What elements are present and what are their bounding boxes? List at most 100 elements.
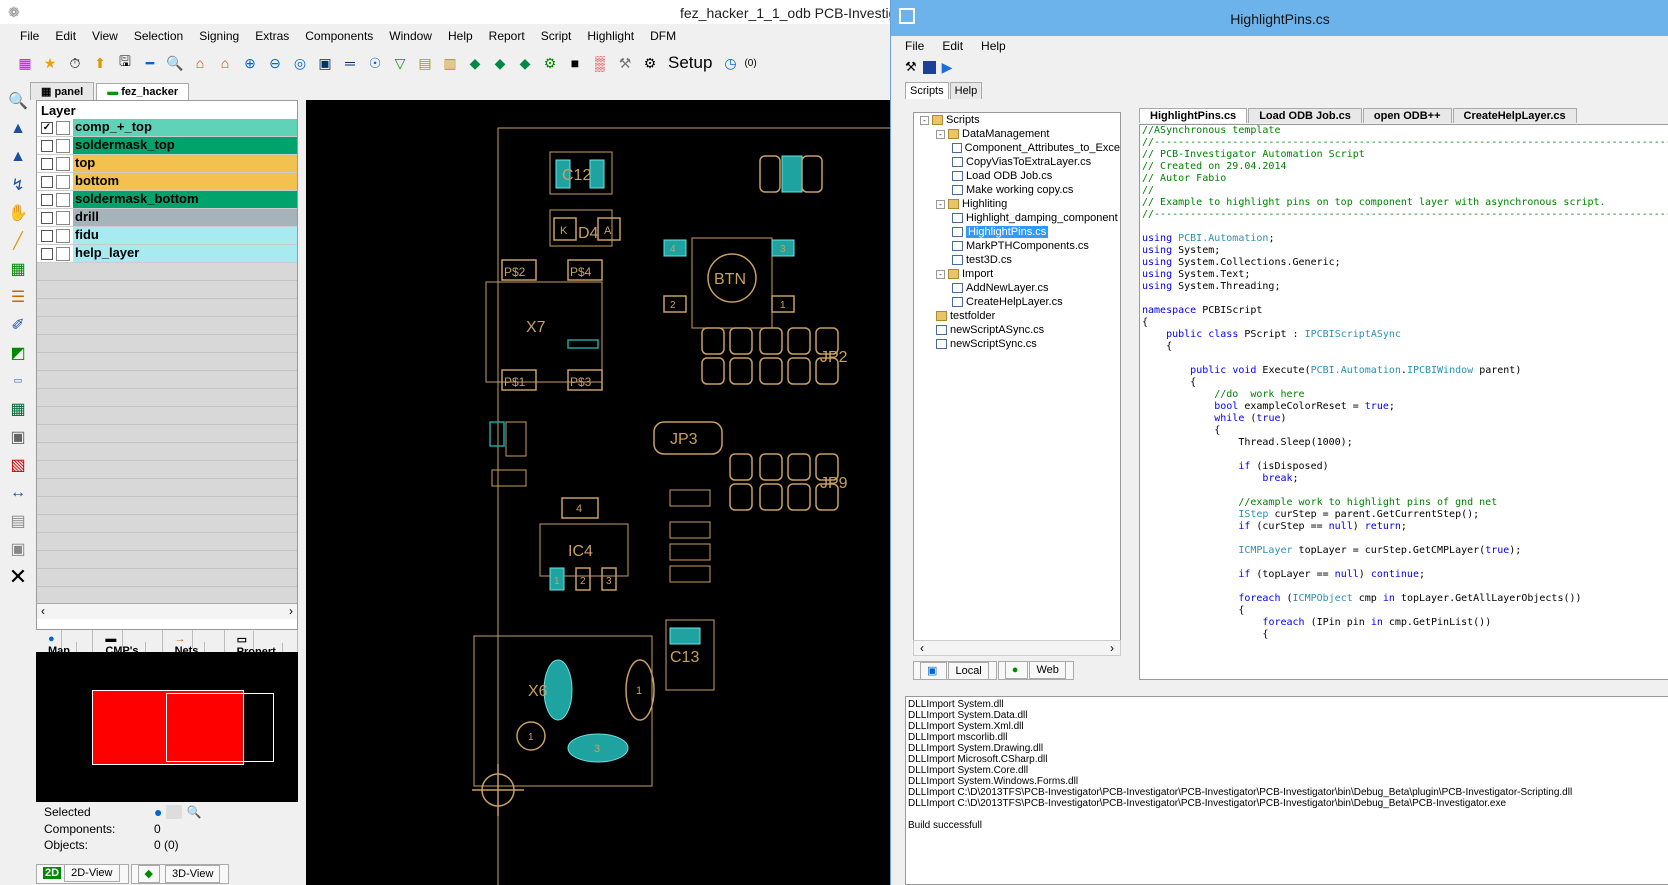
tree-node[interactable]: CreateHelpLayer.cs bbox=[914, 295, 1120, 309]
tree-scroll-left-icon[interactable]: ‹ bbox=[920, 641, 924, 655]
tree-node[interactable]: MarkPTHComponents.cs bbox=[914, 239, 1120, 253]
board-icon[interactable]: ■ bbox=[570, 55, 580, 71]
table-icon[interactable]: ▦ bbox=[10, 400, 26, 418]
arrow-up-icon[interactable]: ▲ bbox=[10, 119, 26, 137]
zoom-prev-icon[interactable]: ☉ bbox=[368, 54, 382, 71]
tab-fez-hacker[interactable]: ▬ fez_hacker bbox=[96, 83, 190, 100]
layer-row[interactable]: bottom bbox=[37, 173, 297, 191]
list-icon[interactable]: ☰ bbox=[10, 288, 26, 306]
scroll-right-icon[interactable]: › bbox=[289, 604, 293, 618]
tree-expander-icon[interactable]: - bbox=[920, 115, 929, 125]
layer-visibility-checkbox[interactable] bbox=[41, 139, 53, 152]
arrow-up-alt-icon[interactable]: ▲ bbox=[10, 147, 26, 165]
measure-icon[interactable]: ━ bbox=[145, 54, 155, 71]
save-icon[interactable]: 🖫 bbox=[119, 53, 131, 69]
label-icon[interactable]: ▭ bbox=[13, 375, 23, 385]
star-icon[interactable]: ★ bbox=[43, 54, 57, 71]
globe-select-icon[interactable]: ● bbox=[154, 804, 163, 820]
flashlight-icon[interactable]: ⬆ bbox=[94, 54, 106, 71]
tree-node[interactable]: -Scripts bbox=[914, 113, 1120, 127]
hand-icon[interactable]: ✋ bbox=[8, 204, 28, 222]
run-icon[interactable]: ▶ bbox=[941, 58, 953, 75]
menu-extras[interactable]: Extras bbox=[255, 29, 290, 43]
layer-row[interactable]: ✓comp_+_top bbox=[37, 119, 297, 137]
layer-color-swatch[interactable] bbox=[56, 246, 70, 261]
layer-row[interactable]: top bbox=[37, 155, 297, 173]
tree-node[interactable]: Highlight_damping_component bbox=[914, 211, 1120, 225]
filter-icon[interactable]: ▽ bbox=[394, 54, 406, 71]
tab-scripts[interactable]: Scripts bbox=[905, 82, 949, 99]
search-icon[interactable]: 🔍 bbox=[166, 54, 184, 71]
stop-icon[interactable] bbox=[922, 60, 936, 74]
tree-node[interactable]: Make working copy.cs bbox=[914, 183, 1120, 197]
tree-node[interactable]: CopyViasToExtraLayer.cs bbox=[914, 155, 1120, 169]
tab-nets[interactable]: → Nets bbox=[163, 630, 225, 660]
script-menu-help[interactable]: Help bbox=[981, 39, 1006, 53]
layer-row[interactable]: drill bbox=[37, 209, 297, 227]
layer-row[interactable]: soldermask_bottom bbox=[37, 191, 297, 209]
layer-visibility-checkbox[interactable] bbox=[41, 157, 53, 170]
flip-icon[interactable]: ▥ bbox=[443, 54, 457, 71]
compile-icon[interactable]: ⚒ bbox=[905, 59, 917, 74]
folder-icon[interactable]: ▤ bbox=[418, 54, 432, 71]
map-view[interactable] bbox=[36, 652, 298, 802]
zoom-in-icon[interactable]: ⊕ bbox=[244, 54, 256, 71]
setup-gear-icon[interactable]: ⚙ bbox=[643, 54, 657, 71]
script-tree-scrollbar[interactable]: ‹› bbox=[913, 640, 1121, 656]
tree-node[interactable]: Component_Attributes_to_Exce bbox=[914, 141, 1120, 155]
tree-node[interactable]: newScriptSync.cs bbox=[914, 337, 1120, 351]
zoom-out-icon[interactable]: ⊖ bbox=[269, 54, 281, 71]
layer-visibility-checkbox[interactable] bbox=[41, 229, 53, 242]
tree-expander-icon[interactable]: - bbox=[936, 129, 945, 139]
layer-row[interactable]: help_layer bbox=[37, 245, 297, 263]
tree-node[interactable]: -DataManagement bbox=[914, 127, 1120, 141]
tab-local[interactable]: ▣ Local bbox=[913, 661, 997, 680]
zoom-1to1-icon[interactable]: ▣ bbox=[318, 54, 332, 71]
tree-node[interactable]: -Import bbox=[914, 267, 1120, 281]
menu-window[interactable]: Window bbox=[389, 29, 432, 43]
layer-down-icon[interactable]: ◆ bbox=[494, 54, 506, 71]
layer-visibility-checkbox[interactable] bbox=[41, 175, 53, 188]
menu-dfm[interactable]: DFM bbox=[650, 29, 677, 43]
route-icon[interactable]: ↯ bbox=[11, 176, 25, 194]
menu-help[interactable]: Help bbox=[447, 29, 473, 43]
menu-file[interactable]: File bbox=[20, 29, 40, 43]
pcb-canvas[interactable]: C12 D4 K A BTN P$2 P$4 P$1 P$3 X7 JP2 JP… bbox=[306, 100, 890, 885]
script-menu-edit[interactable]: Edit bbox=[942, 39, 964, 53]
code-tab-createhelplayer[interactable]: CreateHelpLayer.cs bbox=[1452, 108, 1577, 123]
layer-flat-icon[interactable]: ◆ bbox=[519, 54, 531, 71]
tree-node[interactable]: HighlightPins.cs bbox=[914, 225, 1120, 239]
home-alt-icon[interactable]: ⌂ bbox=[220, 55, 230, 71]
tab-2d-view[interactable]: 2D 2D-View bbox=[36, 864, 129, 884]
layer-visibility-checkbox[interactable] bbox=[41, 193, 53, 206]
panel-icon[interactable]: ▣ bbox=[10, 540, 26, 558]
code-editor[interactable]: //ASynchronous template//---------------… bbox=[1139, 124, 1668, 680]
layer-color-swatch[interactable] bbox=[56, 210, 70, 225]
tree-node[interactable]: test3D.cs bbox=[914, 253, 1120, 267]
tree-node[interactable]: AddNewLayer.cs bbox=[914, 281, 1120, 295]
3d-icon[interactable]: ▒ bbox=[595, 55, 605, 71]
stopwatch-icon[interactable]: ⏱ bbox=[69, 54, 81, 71]
layer-visibility-checkbox[interactable] bbox=[41, 211, 53, 224]
layer-horizontal-scrollbar[interactable]: ‹› bbox=[37, 603, 297, 619]
window-icon[interactable]: ▤ bbox=[10, 512, 26, 530]
script-menu-file[interactable]: File bbox=[905, 39, 925, 53]
menu-view[interactable]: View bbox=[92, 29, 118, 43]
tab-web[interactable]: ● Web bbox=[997, 661, 1074, 680]
scroll-left-icon[interactable]: ‹ bbox=[41, 604, 45, 618]
map-viewport-frame[interactable] bbox=[166, 693, 274, 762]
layer-color-swatch[interactable] bbox=[56, 138, 70, 153]
home-icon[interactable]: ⌂ bbox=[195, 55, 205, 71]
clock-icon[interactable]: ◷ bbox=[724, 54, 737, 71]
marker-icon[interactable]: ◩ bbox=[10, 344, 26, 362]
close-icon[interactable]: ✕ bbox=[8, 563, 28, 589]
layer-color-swatch[interactable] bbox=[56, 192, 70, 207]
tree-node[interactable]: testfolder bbox=[914, 309, 1120, 323]
layer-row[interactable]: fidu bbox=[37, 227, 297, 245]
tree-node[interactable]: newScriptASync.cs bbox=[914, 323, 1120, 337]
fit-icon[interactable]: ═ bbox=[345, 55, 355, 71]
layer-visibility-checkbox[interactable] bbox=[41, 247, 53, 260]
layer-color-swatch[interactable] bbox=[56, 174, 70, 189]
zoom-selection-icon[interactable]: 🔍 bbox=[186, 805, 202, 819]
menu-edit[interactable]: Edit bbox=[55, 29, 77, 43]
